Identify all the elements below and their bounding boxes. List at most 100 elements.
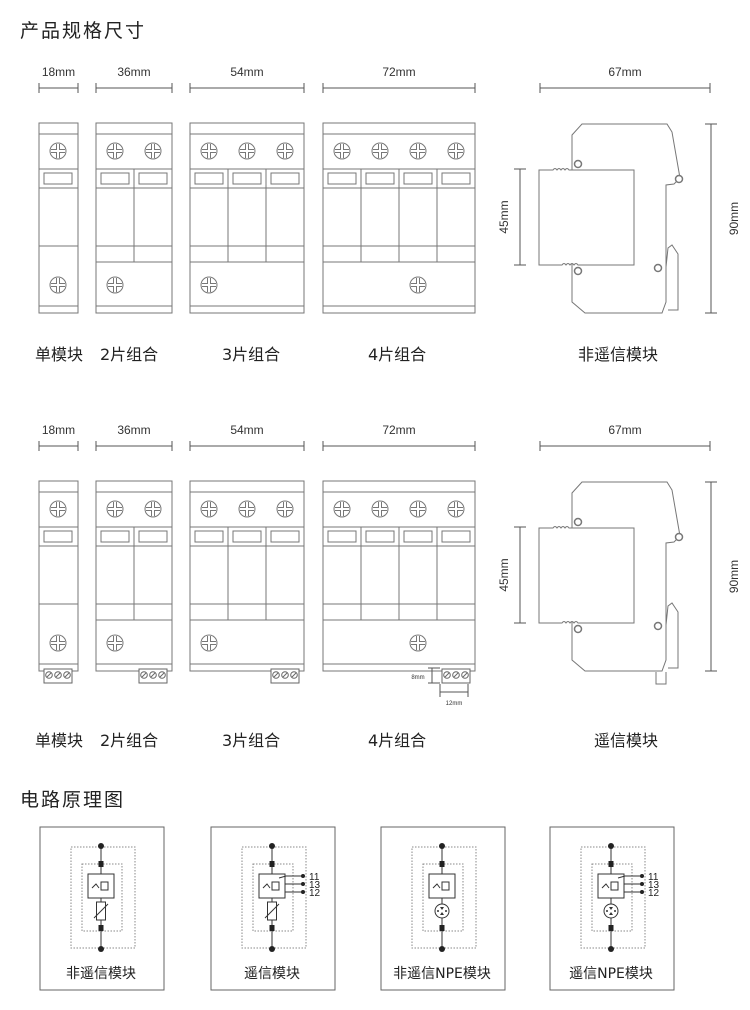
screw-head [409,142,427,160]
remote-signal-terminal [270,668,300,684]
terminal-slot [273,672,279,678]
node-dot [608,843,614,849]
outer-dotted-boundary [580,846,646,949]
terminal-screw [158,671,166,679]
spd-module-2-pole [95,122,173,314]
dimension-label: 45mm [497,558,511,591]
dimension-label: 36mm [117,65,150,79]
screw-cross [108,144,122,158]
screw-icon [276,142,294,160]
screw-cross [51,636,65,650]
module-outline [38,122,79,314]
terminal-slot [141,672,147,678]
screw-head [409,634,427,652]
screw-cross [278,502,292,516]
spd-module-4-pole [322,122,476,314]
screw-head [106,142,124,160]
status-window [100,172,130,185]
status-window [441,530,471,543]
screw-cross [373,144,387,158]
node-dot [269,946,275,952]
status-window [194,530,224,543]
dimension-label: 90mm [727,560,741,593]
dimension-label: 36mm [117,423,150,437]
side-rivet [653,621,663,631]
side-terminal-foot [655,672,667,685]
din-clip [665,244,679,311]
gas-discharge-tube-icon [603,903,619,919]
screw-head [409,276,427,294]
screw-head [371,500,389,518]
dimension-label: 90mm [727,202,741,235]
switch-symbol [262,883,271,889]
screw-head [276,500,294,518]
side-front-body [538,526,635,624]
switch-symbol [91,883,100,889]
status-window [365,530,395,543]
dimension-label: 18mm [42,423,75,437]
gdt-dot [445,910,447,912]
status-window [194,172,224,185]
caption-4-pole: 4片组合 [368,345,427,364]
status-window [43,172,73,185]
screw-icon [447,500,465,518]
fuse-block [269,861,275,867]
fuse-block [98,925,104,931]
dimension-label: 67mm [608,423,641,437]
caption-side-view: 非遥信模块 [578,345,659,364]
node-dot [98,946,104,952]
screw-cross [411,502,425,516]
schematic-frame [380,826,506,991]
width-dimension: 36mm [95,423,173,451]
width-dimension: 72mm [322,65,476,93]
terminal-number-13: 13 [648,880,660,891]
width-dimension: 67mm [539,423,711,451]
fuse-block [439,925,445,931]
screw-icon [144,142,162,160]
caption-single-module: 单模块 [35,345,84,364]
caption-3-pole: 3片组合 [222,345,281,364]
contact-wire [617,875,626,879]
varistor-slash [93,903,109,919]
gdt-dot [437,910,439,912]
screw-head [49,142,67,160]
terminal-screw [452,671,460,679]
status-window [327,172,357,185]
screw-head [447,142,465,160]
screw-cross [51,502,65,516]
spd-module-4-pole [322,480,476,684]
terminal-dot [301,882,305,886]
spd-module-3-pole [189,480,305,684]
screw-head [200,142,218,160]
node-dot [439,843,445,849]
side-front-body [538,168,635,266]
terminal-screw [45,671,53,679]
screw-icon [371,500,389,518]
screw-head [144,500,162,518]
terminal-slot [291,672,297,678]
status-window [232,172,262,185]
screw-cross [51,144,65,158]
screw-head [200,500,218,518]
screw-icon [276,500,294,518]
terminal-screw [149,671,157,679]
schematic-3: 非遥信NPE模块 [380,826,506,991]
terminal-dot [301,890,305,894]
screw-icon [106,634,124,652]
terminal-slot [444,672,450,678]
screw-cross [51,278,65,292]
screw-head [106,634,124,652]
side-rivet [653,263,663,273]
module-outline [189,122,305,314]
thermal-disconnector [428,873,456,899]
screw-icon [144,500,162,518]
screw-cross [335,502,349,516]
caption-single-module: 单模块 [35,731,84,750]
height-dimension: 90mm [705,123,741,314]
width-dimension: 36mm [95,65,173,93]
fuse-block [608,925,614,931]
dimensions-section-title: 产品规格尺寸 [20,20,147,42]
terminal-screw [272,671,280,679]
